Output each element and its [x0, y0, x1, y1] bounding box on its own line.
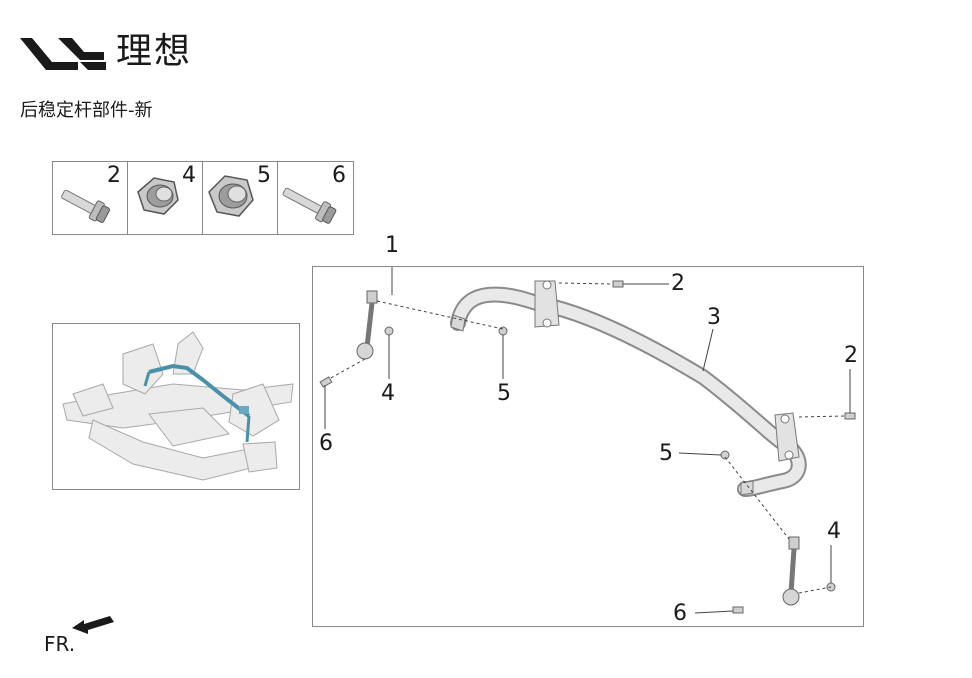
thumbnail-part-5[interactable]: 5: [203, 162, 278, 234]
thumbnail-part-6[interactable]: 6: [278, 162, 352, 234]
callout-6: 6: [673, 601, 687, 626]
brand-logo: [18, 34, 208, 74]
thumbnail-number: 6: [332, 163, 346, 188]
left-stabilizer-link: [356, 290, 378, 360]
bolt-icon: [282, 187, 337, 224]
brand-name: 理想: [116, 31, 193, 72]
thumbnail-part-4[interactable]: 4: [128, 162, 203, 234]
li-auto-logo-icon: [20, 38, 106, 70]
stabilizer-bar: [450, 286, 807, 497]
right-bushing-bracket: [774, 412, 800, 462]
callout-5: 5: [497, 381, 511, 406]
thumbnail-part-2[interactable]: 2: [53, 162, 128, 234]
page-title: 后稳定杆部件-新: [20, 100, 153, 121]
subframe-illustration: [62, 331, 294, 481]
callout-5: 5: [659, 441, 673, 466]
bolt-icon: [61, 189, 111, 223]
callout-4: 4: [381, 381, 395, 406]
subframe-overview-image[interactable]: [52, 323, 300, 490]
right-stabilizer-link: [782, 536, 800, 606]
parts-thumbnail-strip: 2 4 5 6: [52, 161, 354, 235]
exploded-view-frame: 1 2 3 2 4 5 6 5 4 6: [312, 233, 864, 627]
callout-2: 2: [844, 343, 858, 368]
nut-icon: [137, 177, 179, 215]
callout-4: 4: [827, 519, 841, 544]
stabilizer-bar-exploded-view: [319, 267, 856, 614]
front-direction-arrow-icon: [72, 616, 114, 634]
callout-1: 1: [385, 233, 399, 258]
callout-2: 2: [671, 271, 685, 296]
nut-icon: [208, 175, 254, 217]
front-direction-label: FR.: [44, 632, 76, 656]
thumbnail-number: 5: [257, 163, 271, 188]
thumbnail-number: 4: [182, 163, 196, 188]
thumbnail-number: 2: [107, 163, 121, 188]
callout-3: 3: [707, 305, 721, 330]
left-bushing-bracket: [534, 280, 560, 328]
callout-6: 6: [319, 431, 333, 456]
